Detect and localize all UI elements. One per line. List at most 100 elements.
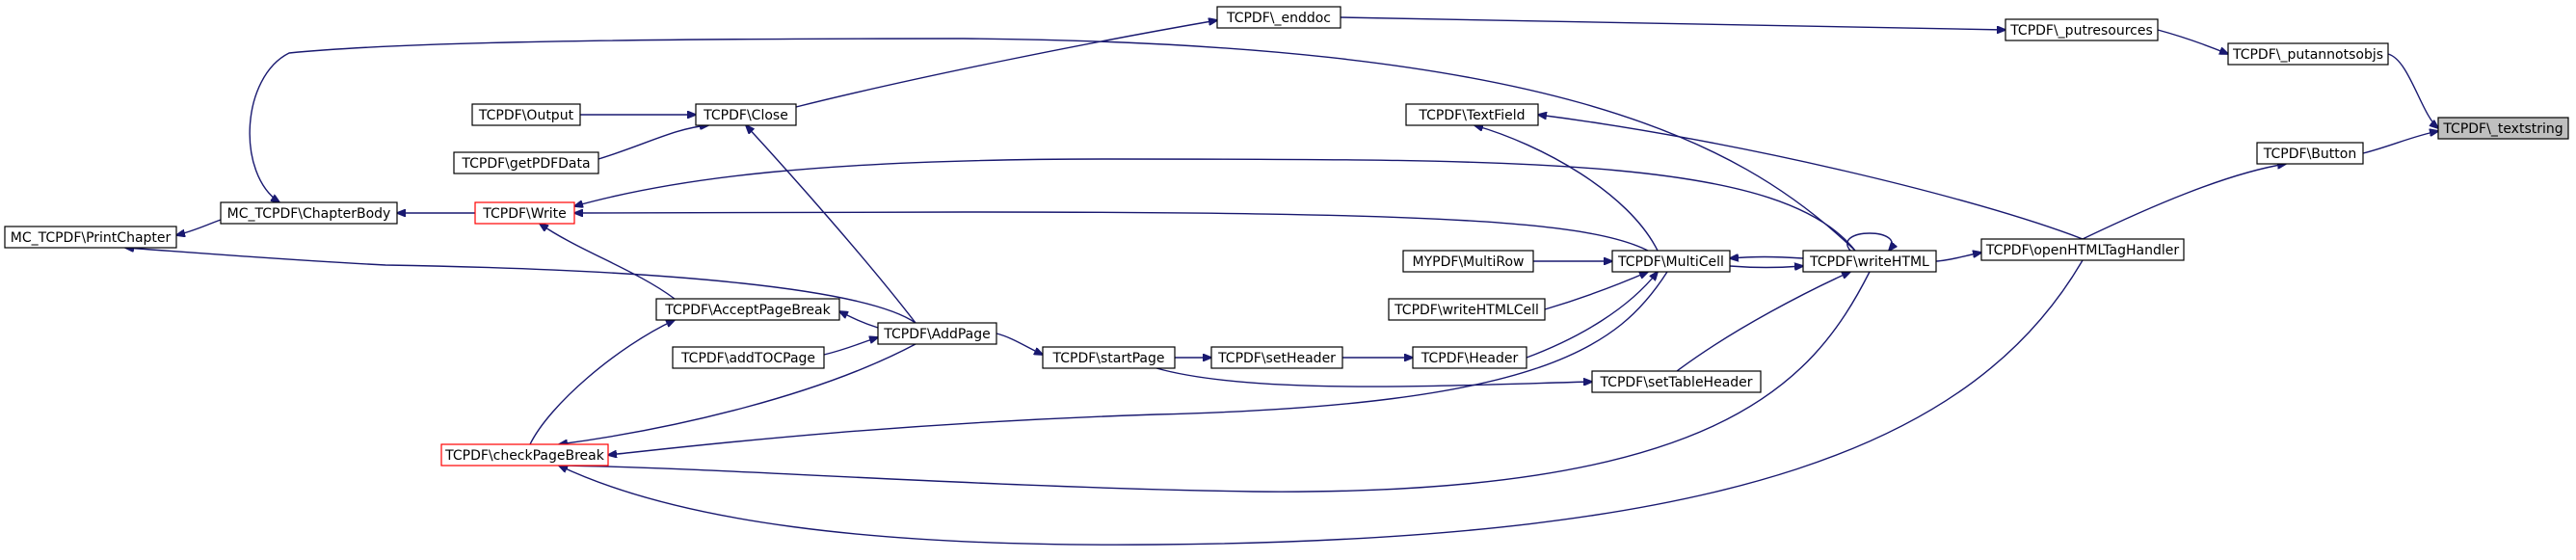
node-putresources[interactable]: TCPDF\_putresources bbox=[2005, 18, 2159, 41]
node-box[interactable] bbox=[2227, 42, 2389, 66]
node-label: MYPDF\MultiRow bbox=[1413, 254, 1525, 270]
edge-writehtml-to-writehtml bbox=[1846, 232, 1892, 251]
node-printchapter[interactable]: MC_TCPDF\PrintChapter bbox=[4, 226, 177, 249]
node-writehtmlcell[interactable]: TCPDF\writeHTMLCell bbox=[1388, 298, 1546, 321]
node-multirow[interactable]: MYPDF\MultiRow bbox=[1402, 250, 1534, 273]
node-putannotsobjs[interactable]: TCPDF\_putannotsobjs bbox=[2227, 42, 2389, 66]
edge-writehtml-to-checkpagebreak bbox=[559, 271, 1871, 493]
node-box[interactable] bbox=[2005, 18, 2159, 41]
edge-addpage-to-checkpagebreak bbox=[559, 343, 916, 444]
node-label: TCPDF\writeHTMLCell bbox=[1394, 303, 1539, 318]
node-header[interactable]: TCPDF\Header bbox=[1412, 346, 1527, 369]
edges-layer bbox=[125, 16, 2438, 546]
edge-addtocpage-to-addpage bbox=[823, 337, 878, 356]
edge-startpage-to-settableheader bbox=[1155, 367, 1592, 387]
node-settableheader[interactable]: TCPDF\setTableHeader bbox=[1591, 370, 1762, 393]
node-label: TCPDF\Output bbox=[478, 108, 574, 123]
node-box[interactable] bbox=[1402, 250, 1534, 273]
node-box[interactable] bbox=[1611, 250, 1731, 273]
node-textstring[interactable]: TCPDF\_textstring bbox=[2437, 117, 2569, 140]
node-label: TCPDF\setHeader bbox=[1217, 351, 1336, 366]
node-box[interactable] bbox=[471, 103, 581, 126]
node-button[interactable]: TCPDF\Button bbox=[2256, 142, 2364, 165]
edge-putannotsobjs-to-textstring bbox=[2387, 53, 2438, 128]
node-box[interactable] bbox=[1980, 238, 2185, 261]
node-openhtml[interactable]: TCPDF\openHTMLTagHandler bbox=[1980, 238, 2185, 261]
edge-getpdfdata-to-close bbox=[598, 125, 708, 160]
node-close[interactable]: TCPDF\Close bbox=[695, 103, 797, 126]
edge-header-to-multicell bbox=[1526, 272, 1658, 359]
node-acceptpagebreak[interactable]: TCPDF\AcceptPageBreak bbox=[655, 298, 840, 321]
node-getpdfdata[interactable]: TCPDF\getPDFData bbox=[453, 151, 599, 174]
node-box[interactable] bbox=[474, 201, 575, 225]
edge-enddoc-to-putresources bbox=[1340, 16, 2005, 30]
edge-writehtml-to-chapterbody bbox=[249, 38, 1856, 252]
node-write[interactable]: TCPDF\Write bbox=[474, 201, 575, 225]
node-label: TCPDF\AcceptPageBreak bbox=[664, 303, 831, 318]
edge-chapterbody-to-printchapter bbox=[176, 219, 222, 235]
node-box[interactable] bbox=[4, 226, 177, 249]
node-label: MC_TCPDF\ChapterBody bbox=[227, 206, 391, 222]
node-box[interactable] bbox=[1412, 346, 1527, 369]
edge-openhtml-to-checkpagebreak bbox=[559, 259, 2084, 546]
node-label: TCPDF\setTableHeader bbox=[1599, 375, 1752, 390]
edge-addpage-to-acceptpagebreak bbox=[839, 311, 879, 329]
edge-addpage-to-printchapter bbox=[125, 248, 916, 324]
node-label: TCPDF\Button bbox=[2263, 147, 2356, 162]
edge-multicell-to-textfield bbox=[1474, 125, 1659, 252]
node-label: MC_TCPDF\PrintChapter bbox=[11, 230, 172, 246]
node-label: TCPDF\startPage bbox=[1052, 351, 1165, 366]
node-box[interactable] bbox=[877, 322, 997, 345]
edge-settableheader-to-writehtml bbox=[1676, 272, 1850, 372]
node-enddoc[interactable]: TCPDF\_enddoc bbox=[1216, 6, 1341, 29]
node-label: TCPDF\checkPageBreak bbox=[444, 448, 605, 464]
node-box[interactable] bbox=[453, 151, 599, 174]
node-label: TCPDF\openHTMLTagHandler bbox=[1985, 243, 2180, 258]
node-addpage[interactable]: TCPDF\AddPage bbox=[877, 322, 997, 345]
node-box[interactable] bbox=[1210, 346, 1343, 369]
edge-writehtml-to-write bbox=[574, 158, 1856, 252]
node-output[interactable]: TCPDF\Output bbox=[471, 103, 581, 126]
node-box[interactable] bbox=[1388, 298, 1546, 321]
node-textfield[interactable]: TCPDF\TextField bbox=[1405, 103, 1539, 126]
edge-writehtml-to-multicell bbox=[1730, 257, 1804, 259]
node-label: TCPDF\_putresources bbox=[2009, 23, 2153, 39]
node-box[interactable] bbox=[2437, 117, 2569, 140]
edge-openhtml-to-textfield bbox=[1538, 115, 2084, 240]
node-box[interactable] bbox=[1042, 346, 1176, 369]
node-label: TCPDF\Write bbox=[482, 206, 566, 222]
node-box[interactable] bbox=[655, 298, 840, 321]
edge-multicell-to-write bbox=[574, 212, 1649, 252]
node-setheader[interactable]: TCPDF\setHeader bbox=[1210, 346, 1343, 369]
node-box[interactable] bbox=[1802, 250, 1937, 273]
edge-writehtml-to-openhtml bbox=[1935, 253, 1981, 262]
node-label: TCPDF\_enddoc bbox=[1226, 11, 1331, 26]
edge-multicell-to-writehtml bbox=[1729, 266, 1803, 268]
node-box[interactable] bbox=[1216, 6, 1341, 29]
node-box[interactable] bbox=[1591, 370, 1762, 393]
node-label: TCPDF\addTOCPage bbox=[680, 351, 815, 366]
edge-close-to-enddoc bbox=[795, 20, 1217, 108]
edge-openhtml-to-button bbox=[2082, 164, 2286, 240]
node-label: TCPDF\MultiCell bbox=[1617, 254, 1724, 270]
node-box[interactable] bbox=[672, 346, 825, 369]
nodes-layer: TCPDF\_textstringTCPDF\_putannotsobjsTCP… bbox=[4, 6, 2569, 467]
node-label: TCPDF\getPDFData bbox=[461, 156, 590, 172]
edge-acceptpagebreak-to-write bbox=[540, 224, 676, 300]
node-label: TCPDF\TextField bbox=[1418, 108, 1525, 123]
node-startpage[interactable]: TCPDF\startPage bbox=[1042, 346, 1176, 369]
node-chapterbody[interactable]: MC_TCPDF\ChapterBody bbox=[220, 201, 398, 225]
edge-putresources-to-putannotsobjs bbox=[2157, 29, 2228, 54]
node-label: TCPDF\AddPage bbox=[883, 327, 991, 342]
node-box[interactable] bbox=[2256, 142, 2364, 165]
edge-addpage-to-startpage bbox=[996, 333, 1043, 355]
node-box[interactable] bbox=[220, 201, 398, 225]
node-addtocpage[interactable]: TCPDF\addTOCPage bbox=[672, 346, 825, 369]
node-box[interactable] bbox=[440, 443, 609, 467]
node-multicell[interactable]: TCPDF\MultiCell bbox=[1611, 250, 1731, 273]
node-checkpagebreak[interactable]: TCPDF\checkPageBreak bbox=[440, 443, 609, 467]
node-writehtml[interactable]: TCPDF\writeHTML bbox=[1802, 250, 1937, 273]
node-box[interactable] bbox=[695, 103, 797, 126]
node-box[interactable] bbox=[1405, 103, 1539, 126]
